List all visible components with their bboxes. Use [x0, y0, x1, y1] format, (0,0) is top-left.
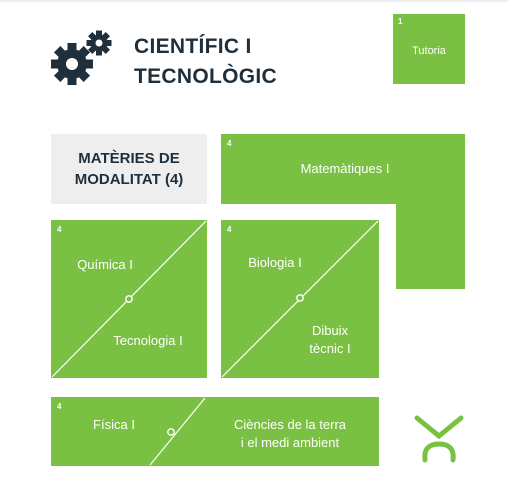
biologia-hours: 4: [227, 225, 232, 234]
y-logo-icon: [414, 415, 464, 463]
modalitat-line-2: MODALITAT (4): [74, 171, 184, 188]
page-title: CIENTÍFIC I TECNOLÒGIC: [134, 32, 277, 92]
ciencies-label-line-2: i el medi ambient: [240, 435, 340, 450]
matematiques-hours: 4: [227, 139, 232, 148]
tecnologia-label: Tecnologia I: [113, 333, 183, 348]
modalitat-line-1: MATÈRIES DE: [78, 150, 180, 167]
fisica-hours: 4: [57, 402, 62, 411]
quimica-hours: 4: [57, 225, 62, 234]
title-line-1: CIENTÍFIC I: [134, 35, 252, 58]
tutoria-hours: 1: [398, 17, 403, 26]
fisica-label: Física I: [93, 417, 135, 432]
dibuix-label-line-1: Dibuix: [311, 323, 349, 338]
fisica-ciencies-box: [51, 397, 379, 466]
biologia-label: Biologia I: [248, 255, 302, 270]
matematiques-label: Matemàtiques I: [300, 161, 390, 176]
tutoria-box: 1 Tutoria: [393, 14, 465, 84]
title-line-2: TECNOLÒGIC: [134, 65, 277, 88]
modalitat-heading: MATÈRIES DE MODALITAT (4): [51, 134, 207, 204]
gears-icon: [51, 30, 112, 85]
tutoria-label: Tutoria: [412, 45, 446, 57]
top-divider: [0, 0, 508, 2]
quimica-label: Química I: [77, 257, 133, 272]
dibuix-label-line-2: tècnic I: [309, 341, 351, 356]
ciencies-label-line-1: Ciències de la terra: [234, 417, 346, 432]
